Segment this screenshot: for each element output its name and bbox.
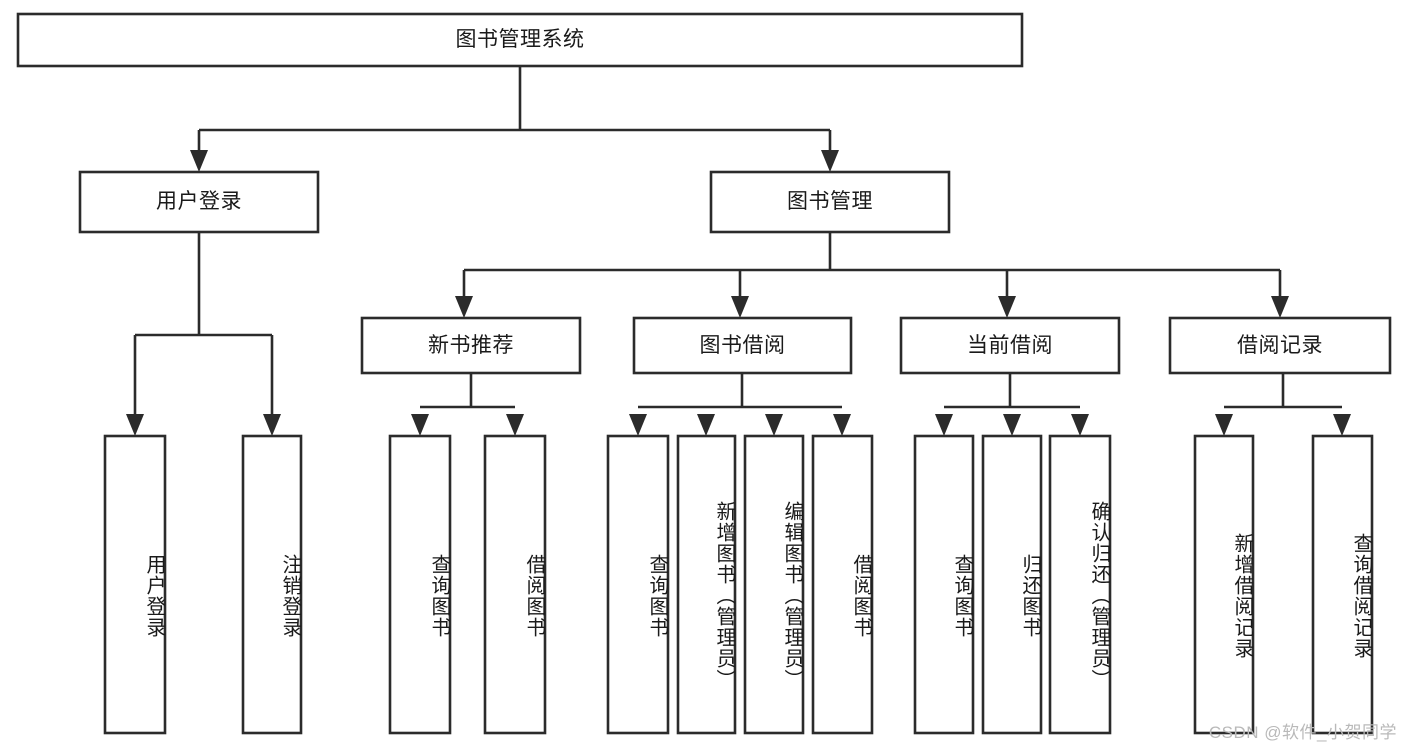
box-layer: [16, 12, 1392, 735]
node-box-new-book-recommend[interactable]: [360, 316, 582, 375]
arrow-group-current-borrow-2: [1071, 414, 1089, 436]
node-box-user-login[interactable]: [78, 170, 320, 234]
node-box-leaf-edit-book-admin[interactable]: [743, 434, 805, 735]
connector-layer: [126, 66, 1351, 436]
node-box-leaf-add-borrow-record[interactable]: [1193, 434, 1255, 735]
node-box-leaf-query-book-current[interactable]: [913, 434, 975, 735]
arrow-group-current-borrow-0: [935, 414, 953, 436]
arrow-book-mgmt-1: [731, 296, 749, 318]
node-box-book-borrow[interactable]: [632, 316, 853, 375]
node-box-leaf-borrow-book[interactable]: [811, 434, 874, 735]
arrow-group-book-borrow-1: [697, 414, 715, 436]
node-box-leaf-query-borrow-record[interactable]: [1311, 434, 1374, 735]
arrow-root-1: [821, 150, 839, 172]
arrow-book-mgmt-0: [455, 296, 473, 318]
arrow-book-mgmt-2: [998, 296, 1016, 318]
node-box-leaf-user-login[interactable]: [103, 434, 167, 735]
arrow-group-new-book-recommend-0: [411, 414, 429, 436]
node-box-borrow-record[interactable]: [1168, 316, 1392, 375]
arrow-group-book-borrow-0: [629, 414, 647, 436]
node-box-leaf-borrow-book-recommend[interactable]: [483, 434, 547, 735]
arrow-group-current-borrow-1: [1003, 414, 1021, 436]
node-box-root[interactable]: [16, 12, 1024, 68]
arrow-user-login-0: [126, 414, 144, 436]
node-box-leaf-add-book-admin[interactable]: [676, 434, 737, 735]
node-box-leaf-query-book-borrow[interactable]: [606, 434, 670, 735]
arrow-user-login-1: [263, 414, 281, 436]
node-box-leaf-logout-login[interactable]: [241, 434, 303, 735]
arrow-group-borrow-record-1: [1333, 414, 1351, 436]
node-box-current-borrow[interactable]: [899, 316, 1121, 375]
arrow-group-book-borrow-2: [765, 414, 783, 436]
arrow-book-mgmt-3: [1271, 296, 1289, 318]
arrow-group-new-book-recommend-1: [506, 414, 524, 436]
arrow-root-0: [190, 150, 208, 172]
arrow-group-borrow-record-0: [1215, 414, 1233, 436]
arrow-group-book-borrow-3: [833, 414, 851, 436]
node-box-book-management[interactable]: [709, 170, 951, 234]
node-box-leaf-query-book-recommend[interactable]: [388, 434, 452, 735]
node-box-leaf-confirm-return-admin[interactable]: [1048, 434, 1112, 735]
node-box-leaf-return-book[interactable]: [981, 434, 1043, 735]
